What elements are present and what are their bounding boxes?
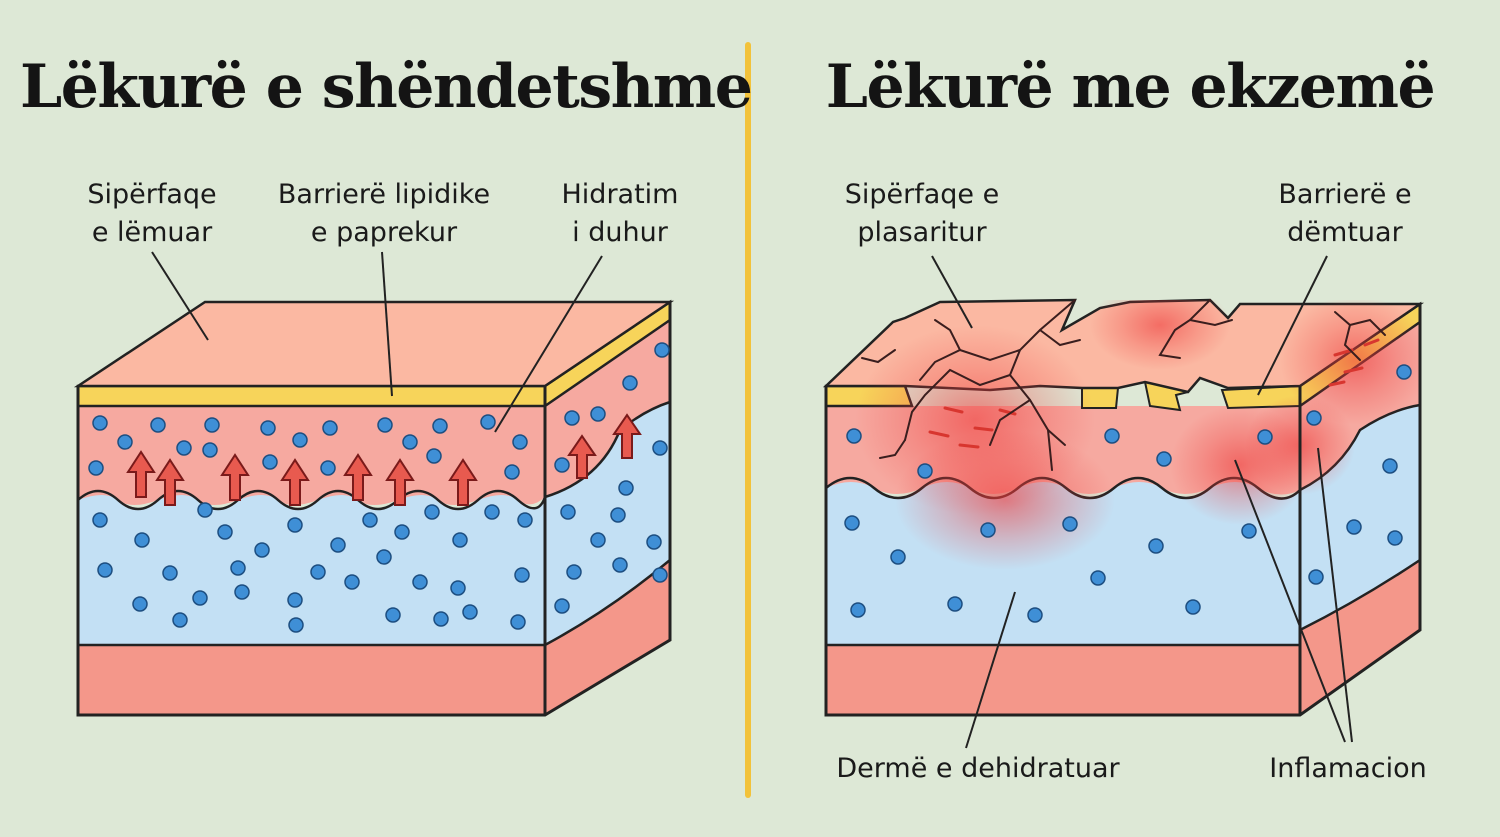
label-proper-hydration: Hidratim i duhur — [540, 176, 700, 252]
eczema-water-dots — [844, 364, 1412, 623]
label-damaged-barrier: Barrierë e dëmtuar — [1255, 176, 1435, 252]
healthy-epidermis-layer — [78, 406, 545, 505]
eczema-skin-block — [822, 255, 1425, 749]
label-line: e lëmuar — [91, 217, 213, 248]
eczema-skin-title: Lëkurë me ekzemë — [825, 52, 1436, 122]
label-dehydrated-dermis: Dermë e dehidratuar — [836, 753, 1120, 784]
eczema-subcutis-layer — [826, 645, 1300, 715]
label-line: Barrierë e — [1278, 179, 1412, 210]
label-line: Barrierë lipidike — [277, 179, 491, 210]
healthy-water-dots — [88, 342, 670, 633]
label-line: dëmtuar — [1287, 217, 1403, 248]
healthy-side-subcutis — [545, 560, 670, 715]
eczema-leader-lines — [931, 255, 1353, 749]
inflamed-spots — [928, 338, 1380, 449]
center-divider — [745, 42, 751, 798]
label-line: Hidratim — [561, 179, 679, 210]
label-line: Sipërfaqe — [87, 179, 217, 210]
label-line: i duhur — [572, 217, 668, 248]
label-smooth-surface: Sipërfaqe e lëmuar — [62, 176, 242, 252]
label-line: plasaritur — [857, 217, 987, 248]
healthy-skin-title: Lëkurë e shëndetshme — [20, 52, 753, 122]
label-inflammation: Inflamacion — [1269, 753, 1427, 784]
healthy-leader-lines — [151, 251, 603, 433]
healthy-skin-block — [73, 251, 675, 717]
healthy-subcutis-layer — [78, 645, 545, 715]
label-line: e paprekur — [310, 217, 458, 248]
label-cracked-surface: Sipërfaqe e plasaritur — [822, 176, 1022, 252]
healthy-lipid-barrier — [76, 384, 547, 408]
surface-cracks — [861, 299, 1386, 471]
label-line: Sipërfaqe e — [844, 179, 1000, 210]
hydration-arrows — [126, 413, 642, 506]
label-intact-lipid-barrier: Barrierë lipidike e paprekur — [250, 176, 518, 252]
